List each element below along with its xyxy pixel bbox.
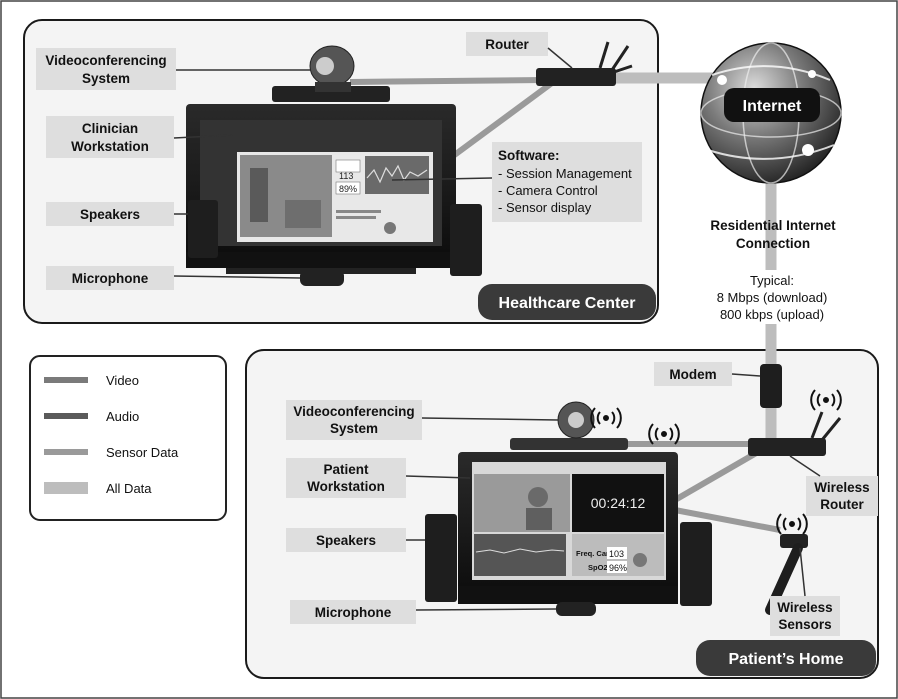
healthcare-router (536, 41, 633, 86)
hc-software-item-3: - Sensor display (498, 200, 592, 215)
patient-video-feed (474, 474, 570, 532)
internet-globe: Internet (700, 42, 842, 184)
home-wsensor-label-line2: Sensors (778, 617, 831, 632)
healthcare-vc-camera (272, 45, 390, 102)
hc-speakers-label: Speakers (80, 207, 140, 222)
connection-upload: 800 kbps (upload) (720, 307, 824, 322)
legend-label-sensor: Sensor Data (106, 445, 179, 460)
router-to-sensor-link (674, 507, 781, 533)
legend-swatch-sensor (44, 449, 88, 455)
legend: Video Audio Sensor Data All Data (29, 355, 227, 521)
clinician-screen-value1: 113 (339, 171, 353, 181)
home-wrouter-label-line2: Router (820, 497, 864, 512)
home-ws-to-router-link (673, 449, 760, 503)
patient-spo2-label: SpO2 (588, 563, 608, 572)
legend-swatch-video (44, 377, 88, 383)
patient-home-badge (696, 640, 876, 676)
connection-info: Residential Internet Connection Typical:… (710, 218, 836, 324)
patient-monitor: 00:24:12 Freq. Car. 103 SpO2 96% (458, 452, 678, 604)
hc-router-label: Router (485, 37, 529, 52)
patient-microphone (556, 602, 596, 616)
local-data-links (349, 77, 783, 533)
healthcare-microphone (300, 270, 344, 286)
legend-label-all: All Data (106, 481, 152, 496)
home-modem-label: Modem (669, 367, 716, 382)
connection-title-line1: Residential Internet (710, 218, 836, 233)
home-modem (760, 364, 782, 408)
home-labels: Modem Videoconferencing System Patient W… (286, 362, 878, 636)
clinician-monitor: 113 89% (186, 104, 456, 274)
hc-software-title: Software: (498, 148, 560, 163)
healthcare-center-title: Healthcare Center (499, 295, 636, 312)
patient-vc-camera (510, 401, 628, 450)
home-speakers-label: Speakers (316, 533, 376, 548)
home-vc-label-line2: System (330, 421, 378, 436)
vc-to-router-link (349, 77, 546, 85)
hc-vc-label-line1: Videoconferencing (45, 53, 166, 68)
hc-microphone-label: Microphone (72, 271, 149, 286)
clinician-screen-value2: 89% (339, 184, 357, 194)
home-microphone-label: Microphone (315, 605, 392, 620)
patient-freq-label: Freq. Car. (576, 549, 611, 558)
patient-waveform (474, 534, 566, 576)
legend-swatch-all (44, 482, 88, 494)
patient-freq-value: 103 (609, 549, 624, 559)
healthcare-center-badge (478, 284, 656, 320)
clinician-sensor-graph (365, 156, 429, 194)
hc-workstation-label-line1: Clinician (82, 121, 138, 136)
home-vc-label-line1: Videoconferencing (293, 404, 414, 419)
healthcare-labels: Videoconferencing System Router Clinicia… (36, 32, 642, 290)
connection-title-line2: Connection (736, 236, 810, 251)
internet-label-box (724, 88, 820, 122)
home-workstation-label-line2: Workstation (307, 479, 385, 494)
legend-swatch-audio (44, 413, 88, 419)
connection-typical: Typical: (750, 273, 794, 288)
hc-software-item-2: - Camera Control (498, 183, 598, 198)
patient-timer: 00:24:12 (591, 495, 646, 511)
wifi-signal-icon (590, 389, 842, 535)
patient-timer-panel (572, 474, 664, 532)
home-wsensor-label-line1: Wireless (777, 600, 832, 615)
home-wireless-router (748, 411, 842, 456)
connection-download: 8 Mbps (download) (717, 290, 828, 305)
hc-software-item-1: - Session Management (498, 166, 632, 181)
patient-spo2-value: 96% (609, 563, 627, 573)
router-to-workstation-link (443, 77, 558, 165)
patient-speaker-left (425, 514, 457, 602)
home-wrouter-label-line1: Wireless (814, 480, 869, 495)
healthcare-speaker-left (188, 200, 218, 258)
home-workstation-label-line1: Patient (323, 462, 369, 477)
legend-label-video: Video (106, 373, 139, 388)
internet-label: Internet (743, 98, 802, 115)
patient-speaker-right (680, 522, 712, 606)
patient-home-title: Patient’s Home (729, 651, 844, 668)
legend-label-audio: Audio (106, 409, 139, 424)
hc-vc-label-line2: System (82, 71, 130, 86)
healthcare-speaker-right (450, 204, 482, 276)
hc-workstation-label-line2: Workstation (71, 139, 149, 154)
